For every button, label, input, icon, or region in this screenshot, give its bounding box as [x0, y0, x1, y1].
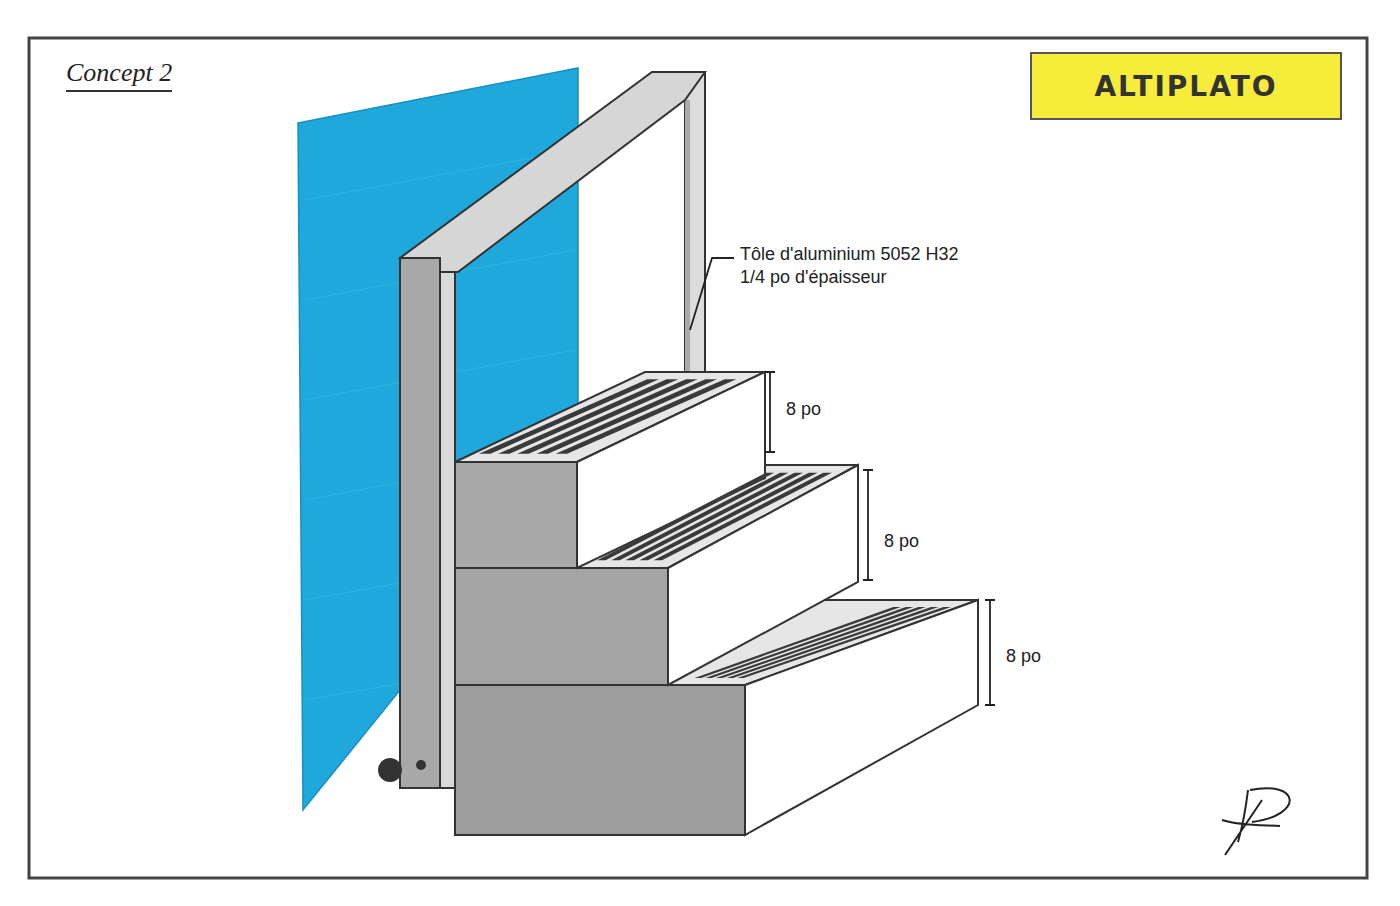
slat	[625, 473, 803, 560]
rear-post-side	[685, 100, 690, 372]
slat	[536, 379, 716, 454]
dimension: 8 po	[884, 530, 919, 553]
slat	[716, 607, 926, 678]
front-post-side	[440, 272, 455, 788]
brand-box: ALTIPLATO	[1030, 52, 1342, 120]
step-3-side	[455, 685, 745, 835]
bolt	[416, 760, 426, 770]
slat	[695, 607, 901, 678]
front-post	[400, 258, 440, 788]
slat	[727, 607, 939, 678]
slat	[654, 473, 832, 560]
step-2-side	[455, 568, 668, 685]
slat	[611, 473, 788, 560]
sheet-title: Concept 2	[66, 58, 172, 92]
step-1-side	[455, 462, 577, 568]
signature	[1222, 788, 1290, 855]
slat	[705, 607, 913, 678]
slat	[737, 607, 951, 678]
slat	[556, 379, 737, 454]
top-rail	[400, 72, 705, 272]
dimension: 8 po	[1006, 645, 1041, 668]
wheel	[378, 758, 402, 782]
slat	[639, 473, 817, 560]
slat	[517, 379, 697, 454]
sheet-frame	[29, 38, 1367, 878]
material-callout: Tôle d'aluminium 5052 H32 1/4 po d'épais…	[740, 243, 980, 290]
brand-name: ALTIPLATO	[1094, 70, 1277, 103]
tread-slats	[479, 379, 951, 678]
dimension-brackets	[765, 372, 995, 705]
dimension: 8 po	[786, 398, 821, 421]
leader-line	[690, 258, 734, 330]
